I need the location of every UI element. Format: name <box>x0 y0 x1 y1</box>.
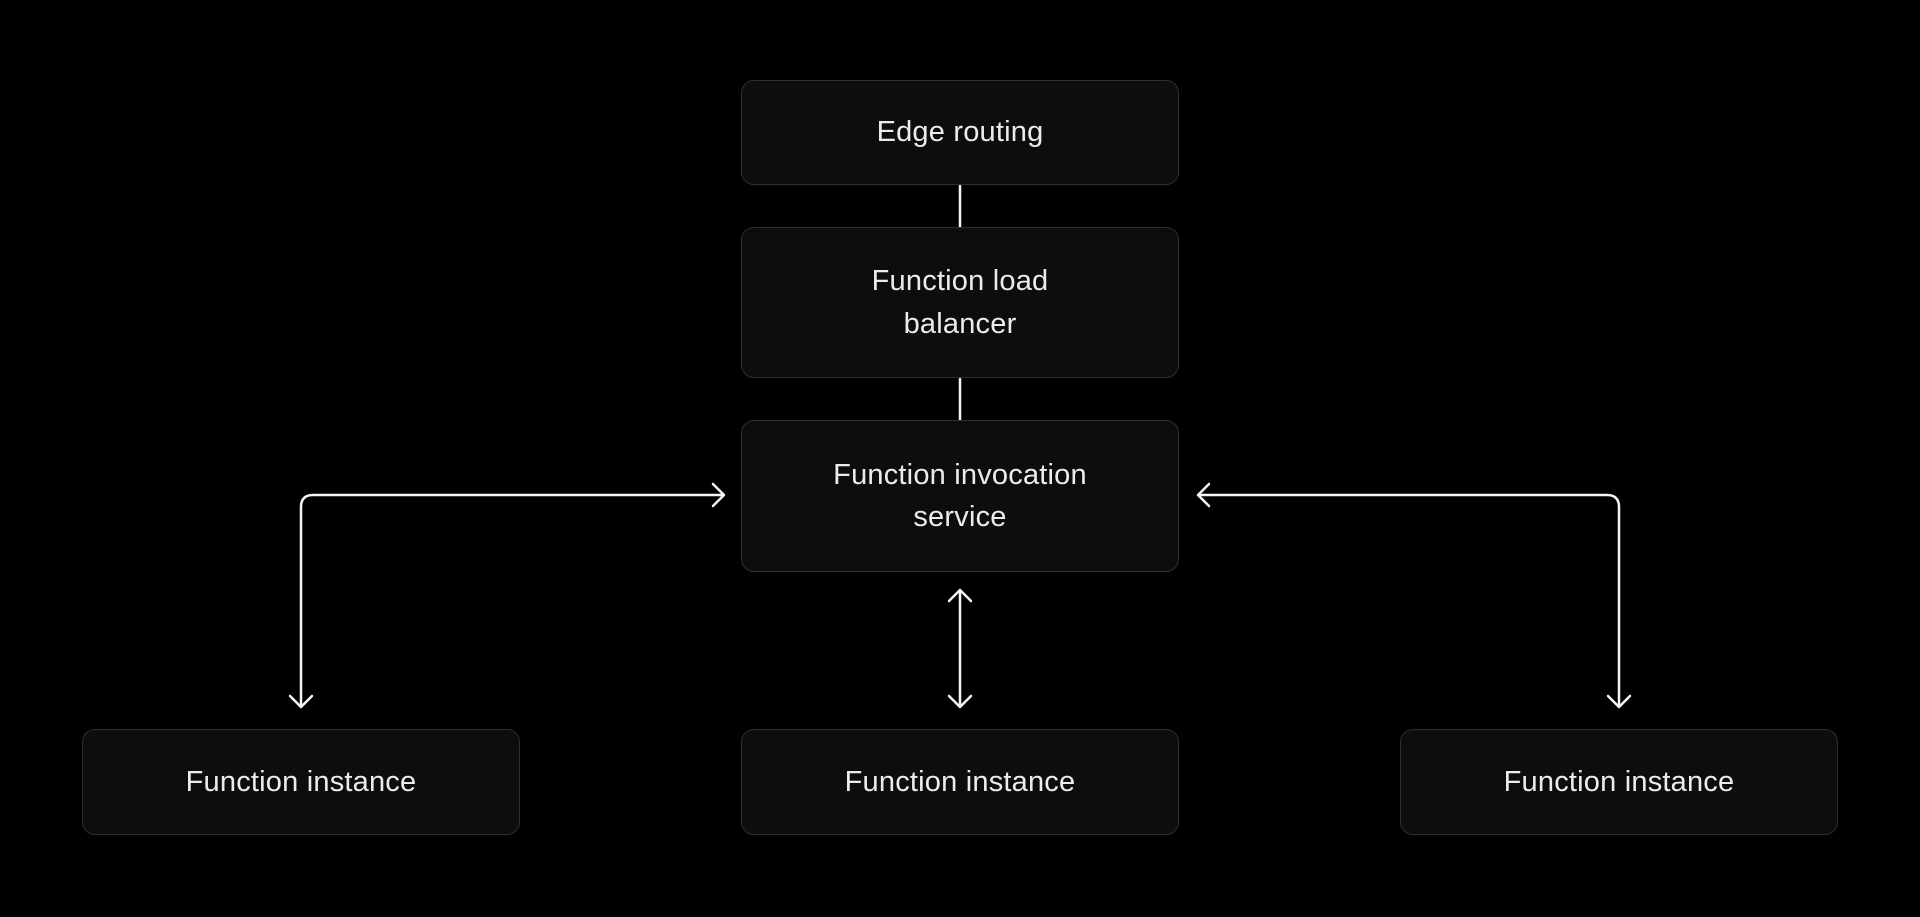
node-label: Edge routing <box>876 116 1044 149</box>
arrowhead-down-icon <box>947 694 973 709</box>
node-function-invocation-service: Function invocation service <box>741 420 1179 572</box>
connector-invocation-service-to-middle-instance <box>947 588 973 709</box>
node-label: Function instance <box>844 765 1076 798</box>
node-function-instance-left: Function instance <box>82 729 520 835</box>
connector-right-instance-to-invocation-service <box>1196 482 1632 709</box>
node-function-instance-middle: Function instance <box>741 729 1179 835</box>
node-label: Function invocation service <box>833 458 1087 533</box>
node-label: Function instance <box>185 765 417 798</box>
connector-left-instance-to-invocation-service <box>288 482 726 709</box>
arrowhead-down-icon <box>288 694 314 709</box>
node-function-instance-right: Function instance <box>1400 729 1838 835</box>
node-function-load-balancer: Function load balancer <box>741 227 1179 378</box>
node-edge-routing: Edge routing <box>741 80 1179 185</box>
arrowhead-left-icon <box>1196 482 1211 508</box>
arrowhead-up-icon <box>947 588 973 603</box>
node-label: Function instance <box>1503 765 1735 798</box>
arrowhead-right-icon <box>711 482 726 508</box>
node-label: Function load balancer <box>871 265 1049 340</box>
arrowhead-down-icon <box>1606 694 1632 709</box>
